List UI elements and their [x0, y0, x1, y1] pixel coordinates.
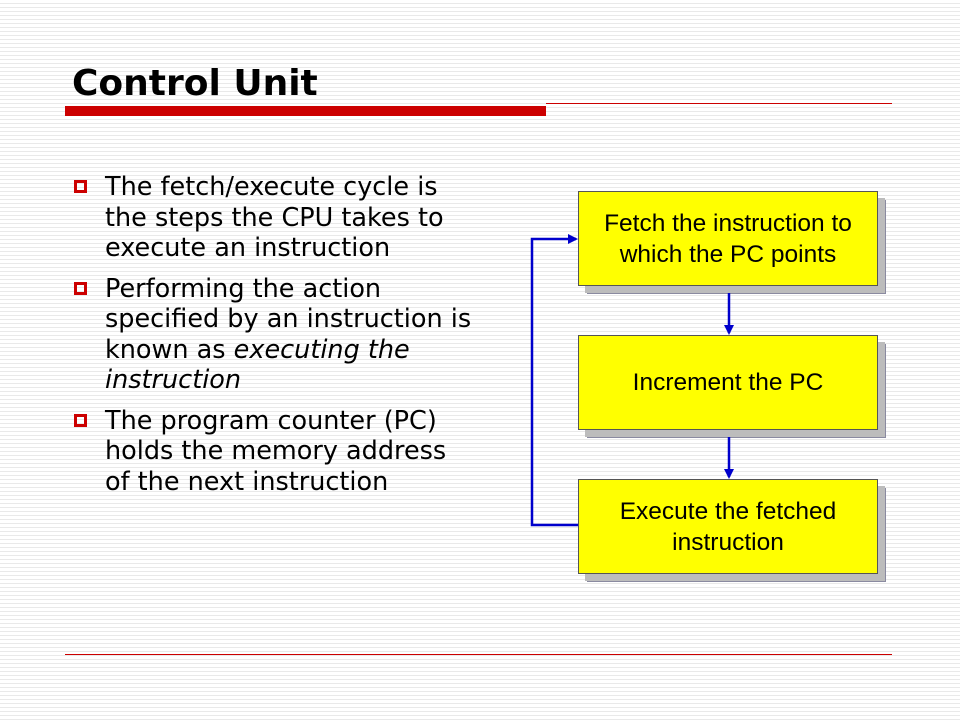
title-underline-thick [65, 106, 546, 116]
flow-step-label: Increment the PC [632, 369, 824, 396]
flow-step-label: Fetch the instruction to which the PC po… [604, 209, 852, 268]
square-bullet-icon [74, 180, 87, 193]
slide-title: Control Unit [72, 63, 318, 104]
title-underline-thin [546, 103, 892, 104]
flow-step-label: Execute the fetched instruction [619, 497, 837, 556]
bullet-text: The program counter (PC) holds the memor… [105, 405, 447, 497]
bullet-item: Performing the action specified by an in… [72, 274, 472, 396]
bullet-emphasis: executing the instruction [105, 334, 410, 396]
square-bullet-icon [74, 413, 87, 427]
flow-step-increment: Increment the PC [578, 335, 886, 438]
bullet-list: The fetch/execute cycle is the steps the… [72, 172, 472, 507]
bullet-item: The fetch/execute cycle is the steps the… [72, 172, 472, 264]
bullet-item: The program counter (PC) holds the memor… [72, 406, 472, 498]
square-bullet-icon [74, 281, 87, 295]
flow-step-fetch: Fetch the instruction to which the PC po… [578, 191, 886, 294]
bullet-text: The fetch/execute cycle is the steps the… [105, 172, 444, 263]
arrow-loop-back [530, 234, 578, 527]
flow-step-execute: Execute the fetched instruction [578, 479, 886, 582]
footer-rule [65, 654, 892, 655]
bullet-text: Performing the action specified by an in… [105, 273, 472, 365]
